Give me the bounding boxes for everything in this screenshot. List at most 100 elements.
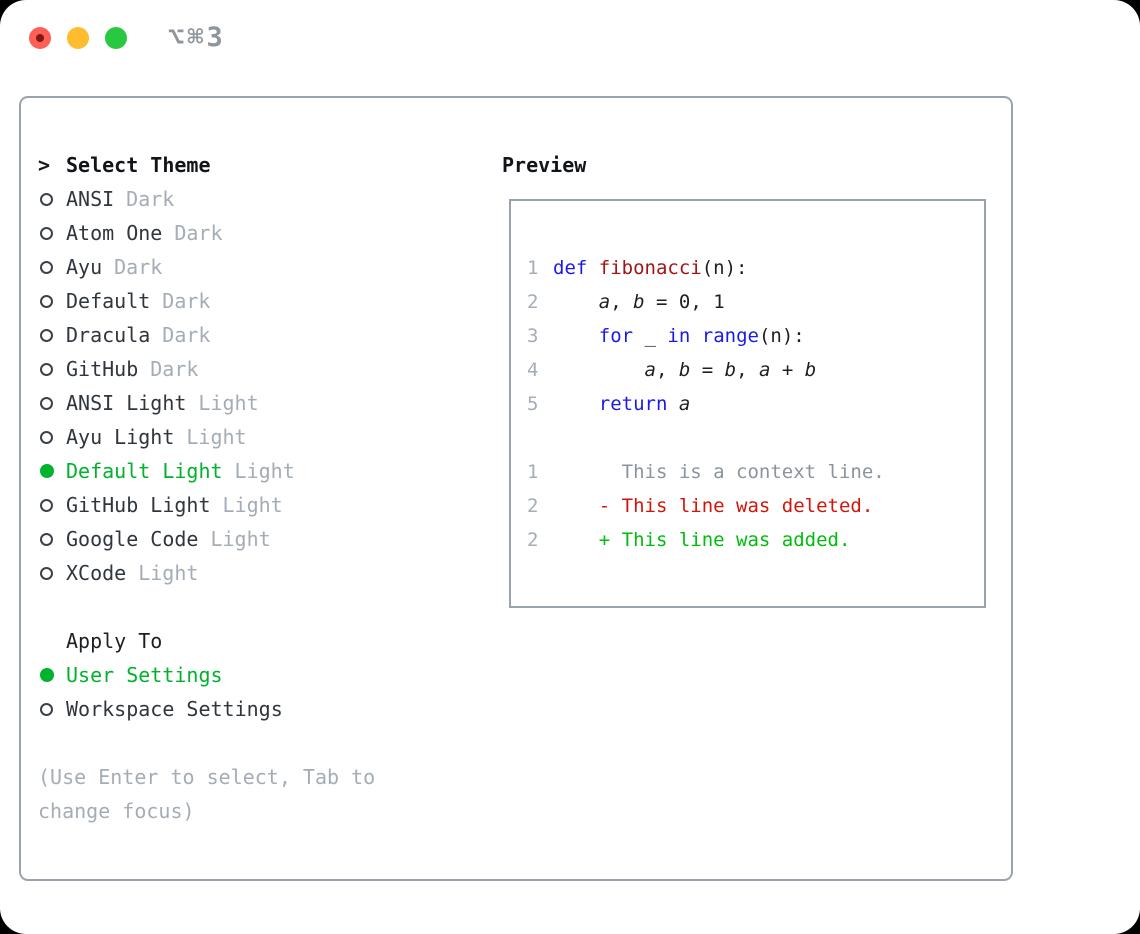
theme-name: Dracula [66,323,151,347]
radio-unselected-icon [38,226,66,240]
theme-name: GitHub Light [66,493,211,517]
code-token-p [553,325,599,347]
traffic-lights [29,27,127,49]
theme-option-ansi[interactable]: ANSI Dark [38,182,502,216]
code-line: 4 a, b = b, a + b [527,353,984,387]
code-token-var: a [678,393,691,415]
radio-unselected-icon [38,362,66,376]
code-token-p: , [610,291,634,313]
code-token-p: (n): [758,325,805,347]
code-token-var: b [678,359,691,381]
preview-title: Preview [502,153,587,177]
line-number: 2 [527,291,539,313]
code-token-fn: fibonacci [598,257,702,279]
select-theme-header: > Select Theme [38,148,502,182]
minimize-button[interactable] [67,27,89,49]
code-token-kw: for [598,325,634,347]
radio-selected-icon [38,668,66,682]
radio-unselected-icon [38,396,66,410]
radio-unselected-icon [38,702,66,716]
code-token-p [553,393,599,415]
radio-unselected-icon [38,430,66,444]
theme-variant-label: Dark [126,187,175,211]
line-number: 2 [527,529,539,551]
radio-unselected-icon [38,294,66,308]
theme-variant-label: Dark [114,255,163,279]
code-token-p: _ [633,325,668,347]
radio-unselected-icon [38,328,66,342]
theme-name: ANSI Light [66,391,187,415]
code-token-p: , [736,359,759,381]
theme-variant-label: Dark [174,221,223,245]
theme-option-atom-one[interactable]: Atom One Dark [38,216,502,250]
theme-name: Ayu [66,255,103,279]
line-number: 1 [527,461,539,483]
apply-option-label: User Settings [66,663,223,687]
spacer [38,726,502,760]
theme-name: Google Code [66,527,199,551]
code-token-p: , [655,359,679,381]
theme-name: Atom One [66,221,163,245]
theme-option-github-light[interactable]: GitHub Light Light [38,488,502,522]
close-button[interactable] [29,27,51,49]
code-blank-line [527,421,984,455]
theme-variant-label: Light [138,561,199,585]
line-number: 1 [527,257,539,279]
code-token-p: + [770,359,805,381]
code-token-var: a [598,291,611,313]
radio-unselected-icon [38,566,66,580]
apply-to-header: Apply To [38,624,502,658]
radio-unselected-icon [38,260,66,274]
code-line: 2 - This line was deleted. [527,489,984,523]
code-token-var: b [724,359,737,381]
line-number: 4 [527,359,539,381]
code-line: 2 + This line was added. [527,523,984,557]
code-token-kw: in [667,325,691,347]
theme-option-xcode[interactable]: XCode Light [38,556,502,590]
zoom-button[interactable] [105,27,127,49]
help-text-line-2: change focus) [38,799,195,823]
apply-option-user-settings[interactable]: User Settings [38,658,502,692]
theme-variant-label: Light [234,459,295,483]
theme-name: ANSI [66,187,115,211]
theme-variant-label: Light [222,493,283,517]
radio-unselected-icon [38,532,66,546]
theme-option-ayu[interactable]: Ayu Dark [38,250,502,284]
code-token-kw: range [701,325,759,347]
code-token-p [553,359,645,381]
code-token-add: + This line was added. [553,529,851,551]
code-token-p: = [690,359,725,381]
window-title: ⌥⌘3 [168,22,226,53]
theme-name: GitHub [66,357,139,381]
code-token-var: b [804,359,817,381]
theme-name: Default [66,289,151,313]
theme-variant-label: Light [210,527,271,551]
code-token-p [587,257,598,279]
code-token-var: b [633,291,645,313]
line-number: 5 [527,393,539,415]
theme-name: XCode [66,561,127,585]
apply-option-workspace-settings[interactable]: Workspace Settings [38,692,502,726]
code-token-var: a [644,359,656,381]
theme-variant-label: Dark [150,357,199,381]
code-token-var: a [758,359,771,381]
code-token-p: = 0, 1 [644,291,725,313]
titlebar: ⌥⌘3 [0,0,1140,96]
theme-option-github[interactable]: GitHub Dark [38,352,502,386]
radio-unselected-icon [38,498,66,512]
code-line: 5 return a [527,387,984,421]
theme-option-google-code[interactable]: Google Code Light [38,522,502,556]
radio-unselected-icon [38,192,66,206]
